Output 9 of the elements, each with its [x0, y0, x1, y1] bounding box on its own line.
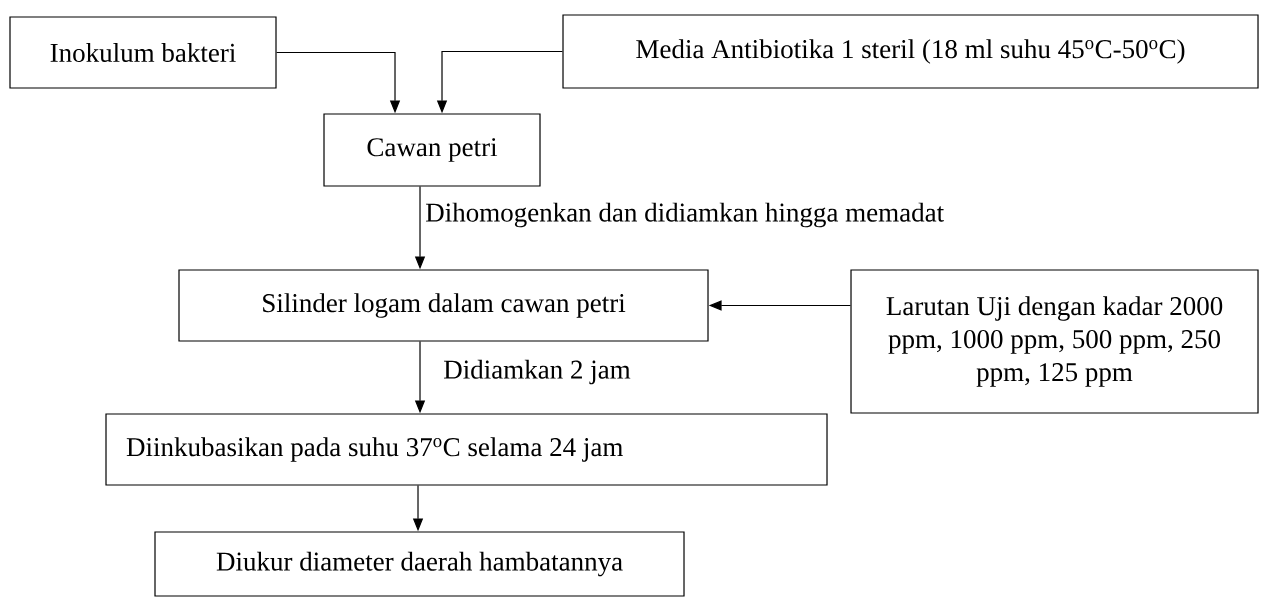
process-box: Diukur diameter daerah hambatannya	[154, 531, 685, 597]
process-box: Media Antibiotika 1 steril (18 ml suhu 45$^{o}$C-50$^{o}$C)	[562, 14, 1259, 89]
process-box: Silinder logam dalam cawan petri	[178, 269, 709, 342]
process-box: Inokulum bakteri	[9, 16, 277, 89]
process-box: Cawan petri	[323, 113, 541, 187]
edge-label: Didiamkan 2 jam	[442, 358, 632, 386]
edge-label: Dihomogenkan dan didiamkan hingga memadat	[424, 201, 946, 229]
process-box: Larutan Uji dengan kadar 2000 ppm, 1000 ppm, 500 ppm, 250 ppm, 125 ppm	[850, 269, 1259, 414]
process-box: Diinkubasikan pada suhu 37$^{o}$C selama 24 jam	[105, 413, 828, 486]
